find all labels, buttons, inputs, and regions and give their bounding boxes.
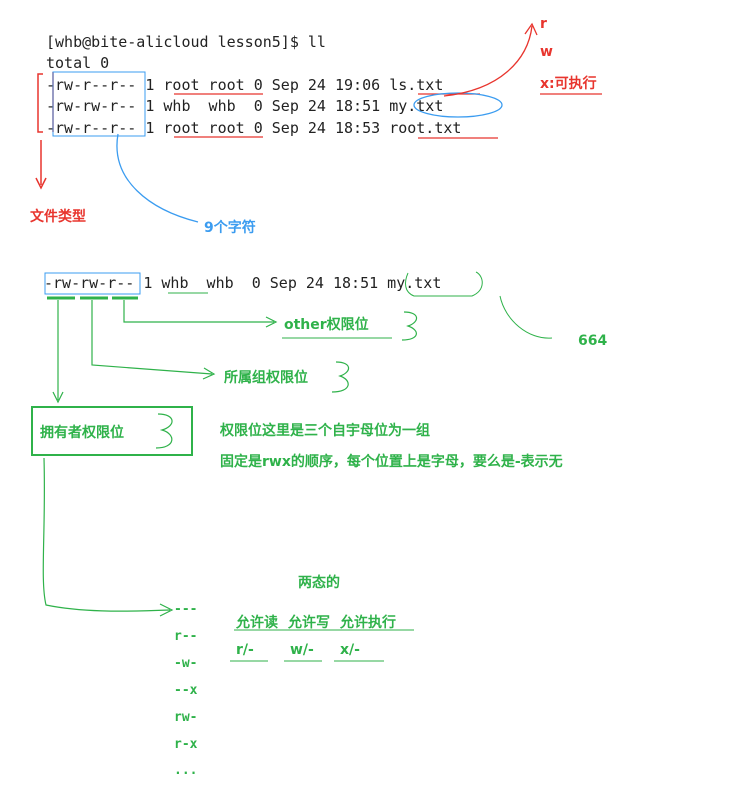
file-name: ls.txt (389, 76, 444, 94)
octal-value: 664 (578, 333, 608, 349)
two-state-value: w/- (290, 642, 314, 658)
other-brace (401, 311, 418, 341)
owner-arrowhead (52, 391, 64, 404)
two-state-title: 两态的 (298, 575, 340, 591)
nine-chars-label: 9个字符 (204, 220, 256, 236)
nine-chars-box (52, 71, 146, 137)
legend-x: x:可执行 (540, 76, 597, 92)
other-arrowhead (265, 316, 278, 328)
legend-w: w (540, 44, 553, 60)
group-arrow (91, 300, 213, 375)
mytxt-ex-curve (405, 271, 483, 297)
example-box (44, 272, 141, 295)
octal-curve (499, 295, 553, 339)
two-state-header: 允许写 (288, 615, 330, 631)
explanation-line-1: 权限位这里是三个自宇母位为一组 (220, 423, 430, 439)
legend-r: r (540, 16, 547, 32)
two-state-value: r/- (236, 642, 254, 658)
row-meta: 1 root root 0 Sep 24 18:53 (136, 119, 390, 137)
perm-string: -rw-r--r-- (46, 119, 137, 137)
nine-chars-arrow (116, 133, 199, 223)
explanation-line-2: 固定是rwx的顺序，每个位置上是字母，要么是-表示无 (220, 454, 563, 470)
listing-row: -rw-rw-r-- 1 whb whb 0 Sep 24 18:51 my.t… (46, 97, 443, 115)
combo-item: --x (174, 683, 198, 698)
file-type-label: 文件类型 (30, 209, 86, 225)
two-state-header: 允许读 (236, 615, 278, 631)
other-label: other权限位 (284, 317, 369, 333)
mytxt-oval (413, 92, 503, 118)
file-type-bracket (37, 73, 43, 133)
owner-box (31, 406, 193, 456)
rwx-curve (443, 25, 533, 97)
combo-item: -w- (174, 656, 198, 671)
total-line: total 0 (46, 54, 110, 72)
file-name: root.txt (389, 119, 462, 137)
owner-label: 拥有者权限位 (40, 425, 124, 441)
terminal-prompt: [whb@bite-alicloud lesson5]$ ll (46, 33, 326, 51)
other-arrow (123, 300, 274, 323)
combo-item: ... (174, 763, 198, 778)
example-line: -rw-rw-r-- 1 whb whb 0 Sep 24 18:51 my.t… (44, 274, 442, 292)
group-brace (331, 361, 350, 393)
row-meta: 1 root root 0 Sep 24 19:06 (136, 76, 390, 94)
two-state-value: x/- (340, 642, 360, 658)
listing-row: -rw-r--r-- 1 root root 0 Sep 24 19:06 ls… (46, 76, 443, 94)
combo-item: r-- (174, 629, 198, 644)
group-arrowhead (202, 367, 216, 380)
rwx-arrowhead (524, 22, 538, 36)
combo-item: --- (174, 602, 198, 617)
two-state-header: 允许执行 (340, 615, 396, 631)
perm-string: -rw-rw-r-- (46, 97, 137, 115)
perm-string: -rw-r--r-- (46, 76, 137, 94)
combo-item: r-x (174, 737, 198, 752)
row-meta: 1 whb whb 0 Sep 24 18:51 (136, 97, 390, 115)
group-label: 所属组权限位 (224, 370, 308, 386)
combos-arrow (42, 457, 171, 612)
combo-item: rw- (174, 710, 198, 725)
owner-brace (155, 413, 173, 449)
combos-arrowhead (159, 603, 174, 617)
file-type-arrow (35, 140, 47, 190)
listing-row: -rw-r--r-- 1 root root 0 Sep 24 18:53 ro… (46, 119, 461, 137)
file-name: my.txt (389, 97, 444, 115)
